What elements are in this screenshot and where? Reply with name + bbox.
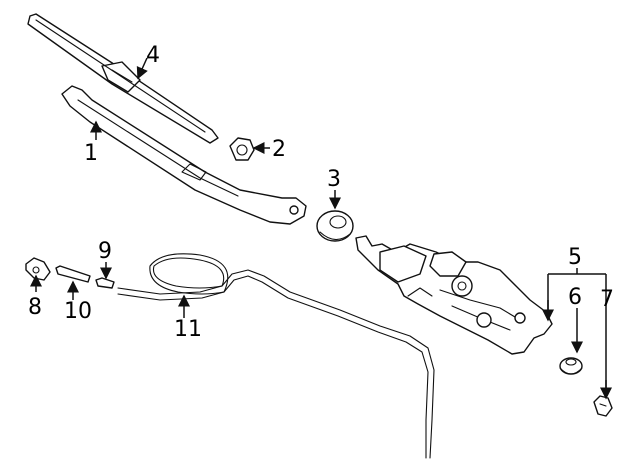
callout-7: 7 bbox=[600, 287, 614, 312]
callout-5: 5 bbox=[568, 245, 582, 270]
leader-lines bbox=[30, 57, 612, 400]
callout-10: 10 bbox=[64, 299, 92, 324]
check-valve-part bbox=[95, 277, 115, 289]
callout-1: 1 bbox=[84, 141, 98, 166]
bolt-part bbox=[593, 395, 613, 417]
callout-11: 11 bbox=[174, 317, 202, 342]
callout-3: 3 bbox=[327, 167, 341, 192]
wiper-arm-part bbox=[61, 85, 307, 225]
connector-hose-part bbox=[55, 265, 91, 283]
callout-6: 6 bbox=[568, 285, 582, 310]
nut-part bbox=[229, 137, 255, 161]
wiper-blade-part bbox=[27, 13, 219, 144]
nozzle-part bbox=[25, 257, 51, 281]
motor-grommet-part bbox=[559, 357, 583, 375]
grommet-part bbox=[316, 210, 354, 242]
callout-8: 8 bbox=[28, 295, 42, 320]
callout-9: 9 bbox=[98, 239, 112, 264]
callout-4: 4 bbox=[146, 43, 160, 68]
washer-hose-part bbox=[117, 253, 435, 459]
callout-2: 2 bbox=[272, 137, 286, 162]
wiper-motor-part bbox=[355, 235, 553, 355]
